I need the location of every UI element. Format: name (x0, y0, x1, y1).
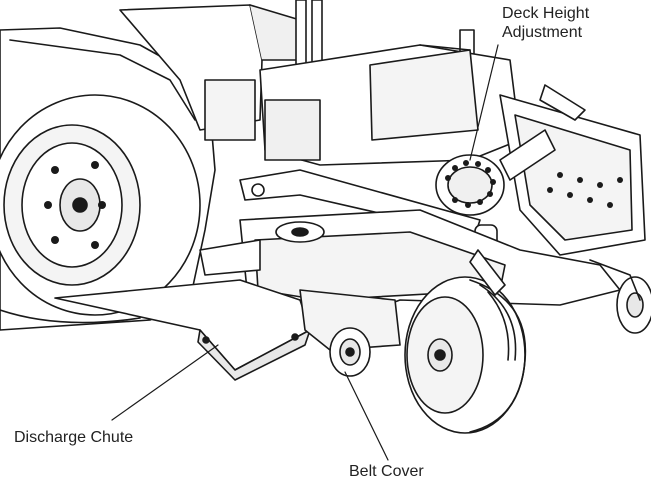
wheel-lug-nuts (44, 161, 106, 249)
deck-height-leader-line (469, 44, 499, 161)
discharge-chute-label: Discharge Chute (14, 429, 134, 446)
anti-scalp-wheel (329, 327, 371, 377)
deck-height-label-line2: Adjustment (502, 24, 583, 41)
deck-height-adjustment-mechanism (435, 129, 556, 216)
belt-cover-label: Belt Cover (349, 463, 424, 480)
seat-body (119, 4, 301, 141)
front-caster-wheel (404, 249, 527, 434)
right-caster-wheel (589, 259, 651, 334)
deck-height-adjustment-label: Deck Height Adjustment (502, 4, 589, 42)
rear-tire (0, 94, 201, 316)
deck-height-label-line1: Deck Height (502, 5, 590, 22)
engine-housing (259, 44, 521, 166)
belt-cover-leader-line (344, 371, 389, 461)
discharge-chute-leader-line (111, 344, 219, 421)
discharge-chute (54, 279, 311, 381)
callout-leaders (111, 44, 499, 461)
frame-holes (547, 172, 623, 208)
